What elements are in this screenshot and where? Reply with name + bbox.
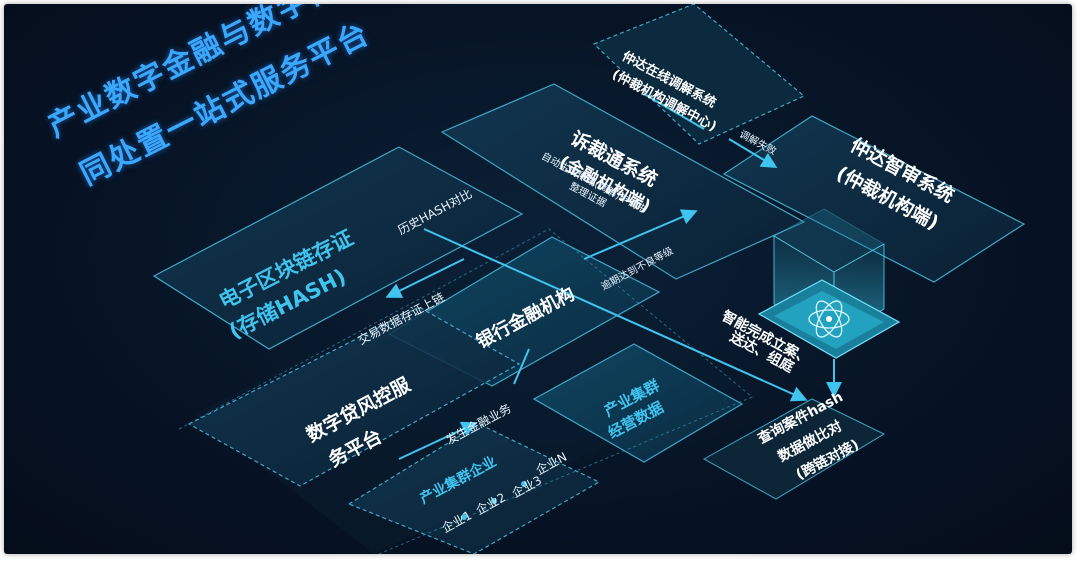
platform-outline [178,228,753,554]
panel-industry-ops [532,343,744,463]
diagram-canvas: 产业数字金融与数字仲裁协 同处置一站式服务平台 仲达在线调解系统 (仲裁机构调解… [4,4,1072,554]
enterprise-dots [461,481,527,520]
atom-icon [808,300,850,338]
connectors [385,93,842,460]
connector-enterprise [398,421,478,460]
connector-mediation [643,93,705,130]
diagram-graphics [152,4,1026,554]
panel-query-hash [702,398,886,500]
connector-overdue [583,209,698,260]
panel-smart-trial [722,115,1026,283]
connector-tx-chain [385,258,465,298]
panel-blockchain [152,146,524,350]
panel-litigation [440,83,806,280]
panel-industry-enterprise [347,423,601,554]
connector-fin-business [513,348,530,385]
panel-risk-platform [187,306,521,487]
panel-online-mediation [592,4,806,145]
connector-history-hash [423,228,808,402]
connector-mediation-fail [728,138,778,169]
